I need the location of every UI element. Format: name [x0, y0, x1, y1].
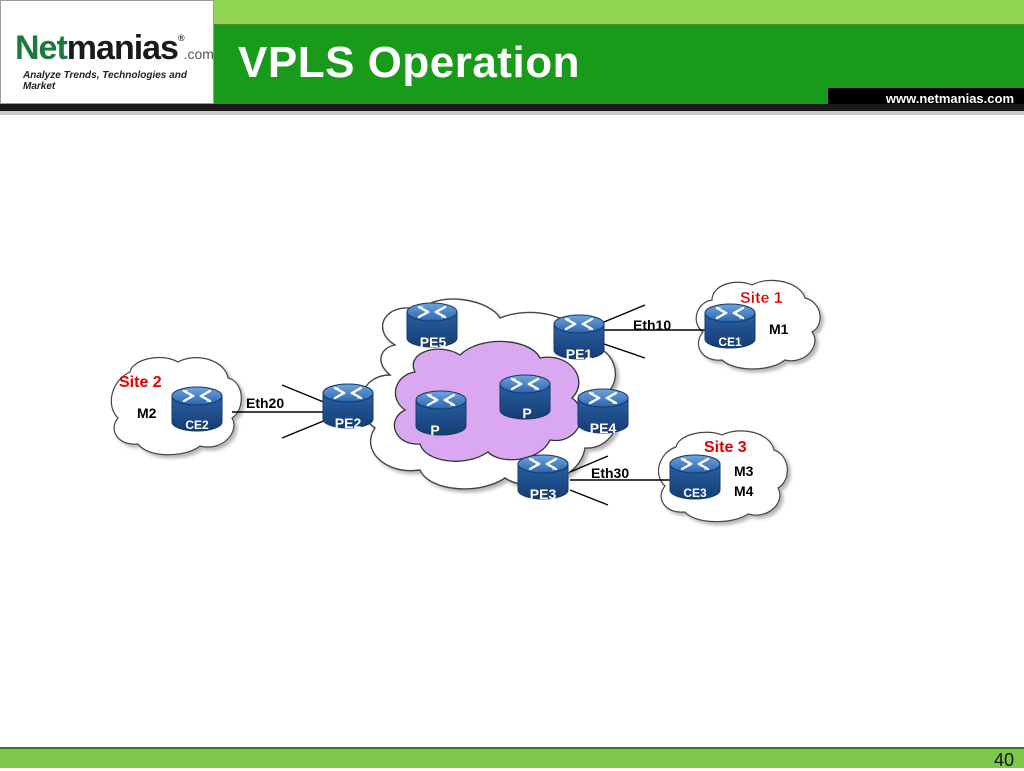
- logo-wordmark: Netmanias®.com: [15, 29, 214, 67]
- router-label: P: [522, 405, 531, 421]
- link-pe2-stub-up: [281, 384, 327, 404]
- router-label: PE3: [530, 486, 557, 502]
- link-pe2-stub-down: [281, 419, 327, 439]
- router-p-right: P: [498, 373, 552, 421]
- logo-tagline: Analyze Trends, Technologies and Market: [23, 70, 187, 92]
- host-m1: M1: [769, 321, 789, 337]
- link-pe1-stub-up: [603, 304, 646, 323]
- host-m3: M3: [734, 463, 754, 479]
- router-pe3: PE3: [516, 453, 570, 502]
- page-number: 40: [993, 750, 1014, 770]
- router-label: CE2: [185, 418, 209, 432]
- router-label: PE5: [420, 334, 447, 350]
- router-label: PE4: [590, 420, 617, 436]
- title-bar: VPLS Operation: [214, 0, 1024, 104]
- host-m4: M4: [734, 483, 754, 499]
- links: [232, 304, 708, 506]
- title-top-strip: [214, 0, 1024, 25]
- router-label: CE3: [683, 486, 707, 500]
- logo: Netmanias®.com Analyze Trends, Technolog…: [0, 0, 214, 104]
- router-pe2: PE2: [321, 382, 375, 431]
- link-pe3-stub-down: [569, 489, 609, 506]
- router-ce3: CE3: [668, 453, 722, 501]
- router-label: PE1: [566, 346, 593, 362]
- router-ce2: CE2: [170, 385, 224, 433]
- header-shadow: [0, 111, 1024, 115]
- link-pe1-stub-down: [603, 343, 646, 359]
- link-pe3-stub-up: [569, 455, 609, 473]
- router-p-left: P: [414, 389, 468, 438]
- router-pe4: PE4: [576, 387, 630, 436]
- site2-label: Site 2: [119, 374, 162, 391]
- link-label-eth20: Eth20: [246, 395, 284, 411]
- footer-bar: 40: [0, 747, 1024, 770]
- site1-label: Site 1: [740, 290, 783, 307]
- router-label: PE2: [335, 415, 362, 431]
- router-ce1: CE1: [703, 302, 757, 350]
- site3-label: Site 3: [704, 439, 747, 456]
- router-label: P: [430, 422, 439, 438]
- router-label: CE1: [718, 335, 742, 349]
- router-pe1: PE1: [552, 313, 606, 362]
- router-pe5: PE5: [405, 301, 459, 350]
- host-m2: M2: [137, 405, 157, 421]
- link-label-eth30: Eth30: [591, 465, 629, 481]
- link-label-eth10: Eth10: [633, 317, 671, 333]
- header-divider: [0, 104, 1024, 111]
- slide-title: VPLS Operation: [238, 38, 580, 87]
